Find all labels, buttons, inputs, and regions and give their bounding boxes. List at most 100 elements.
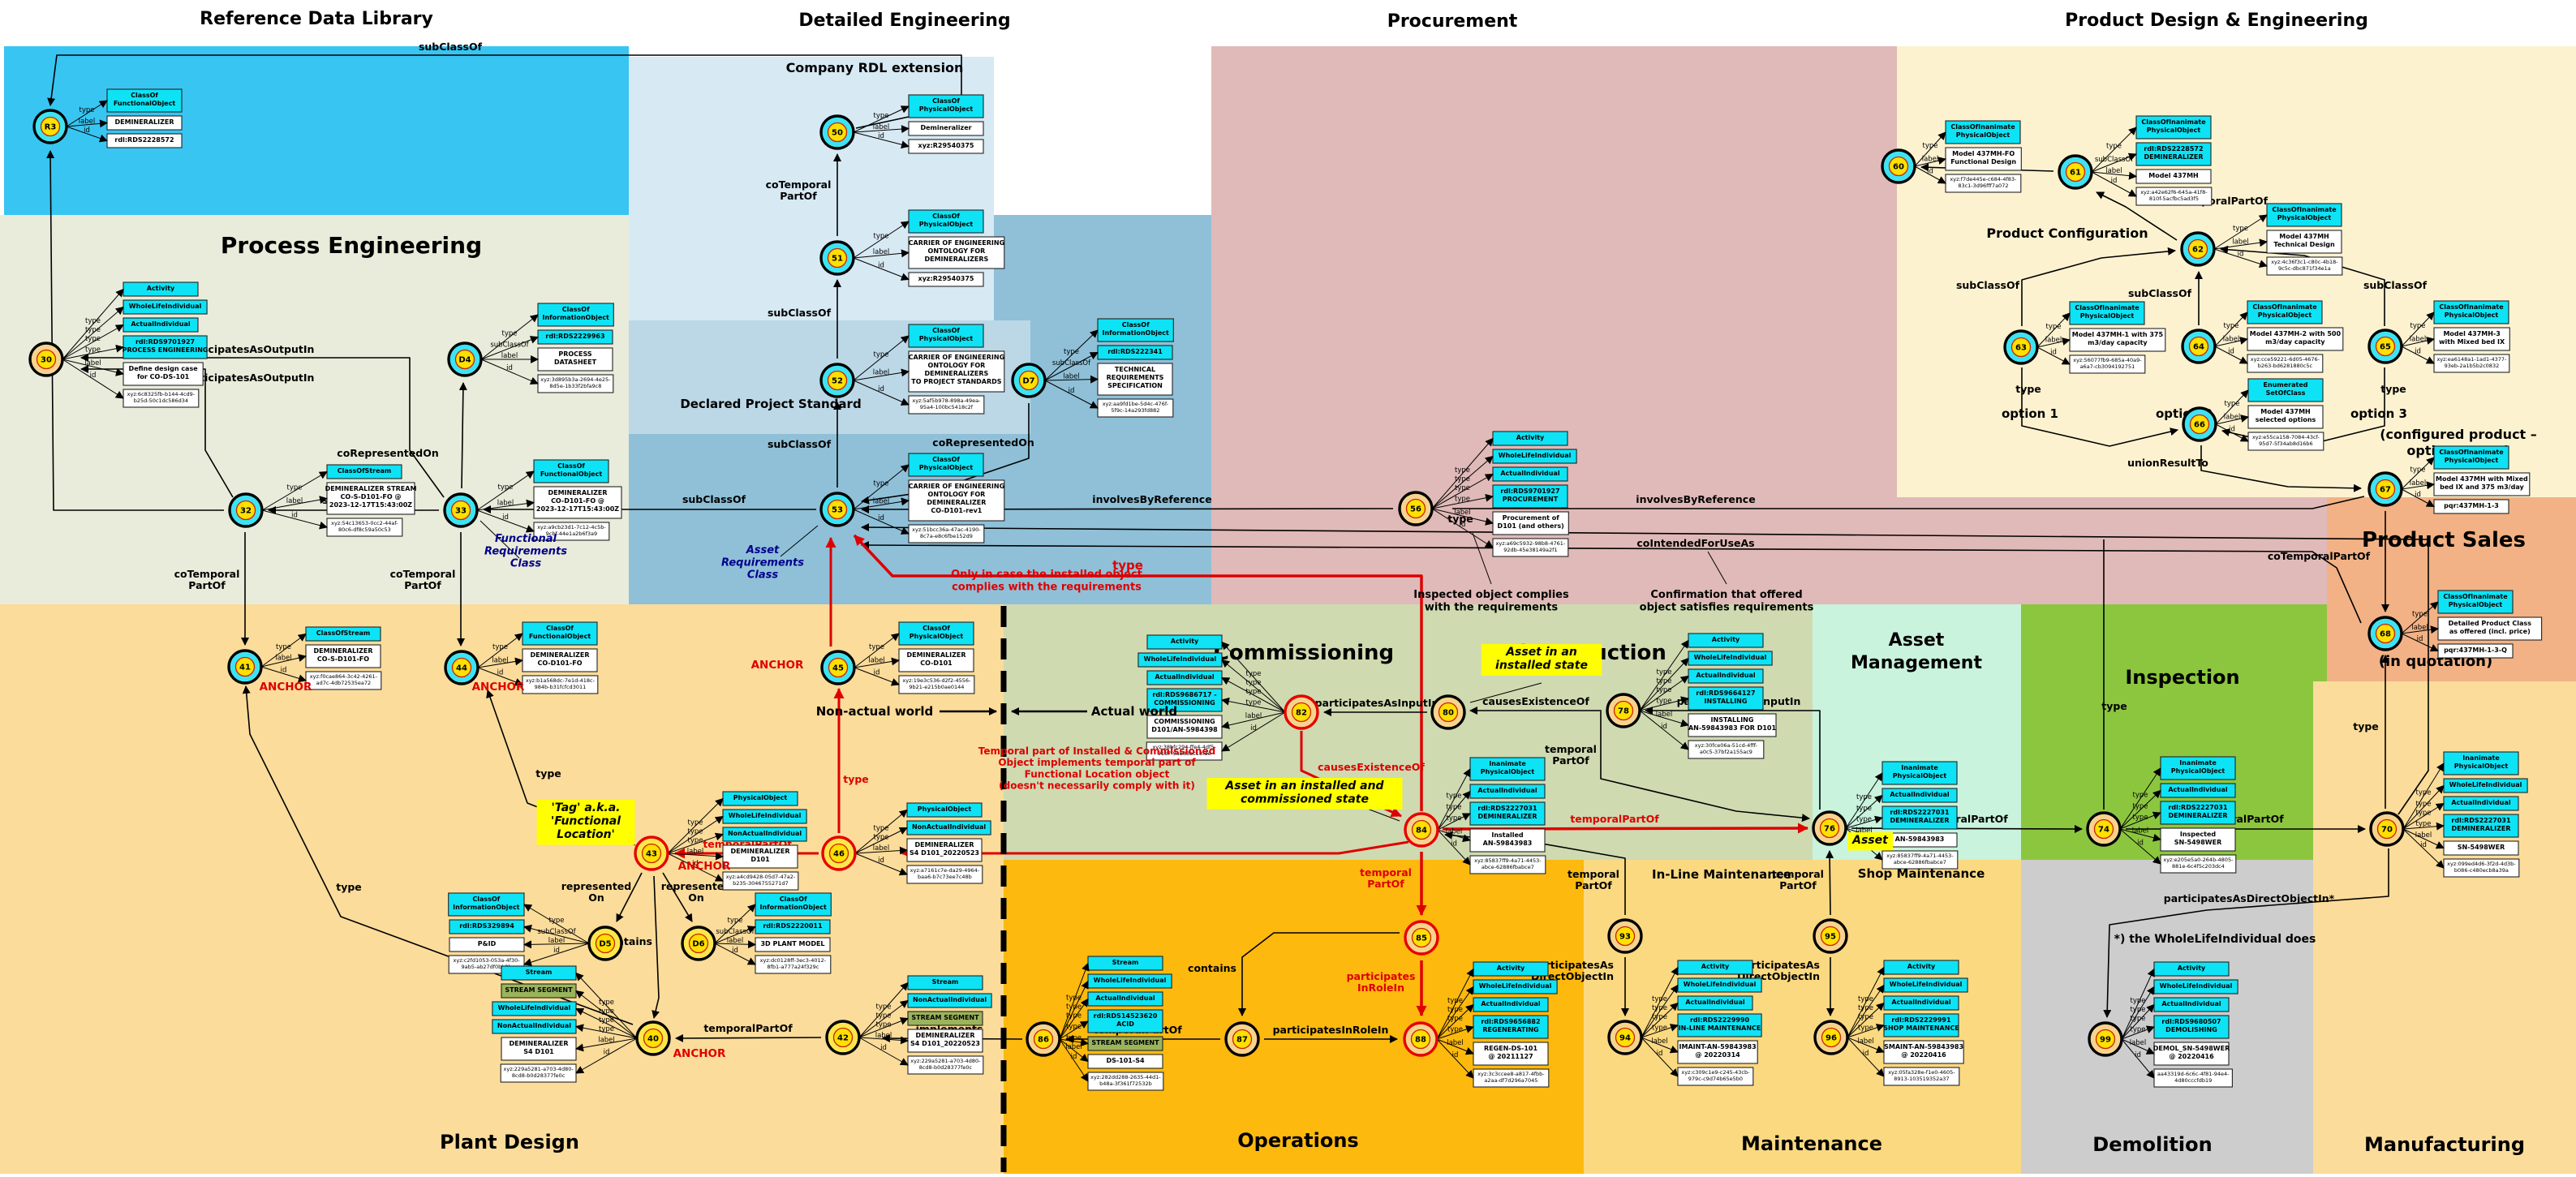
attribute-text: D101 (and others) <box>1498 522 1564 530</box>
attribute-text: ClassOfInanimate <box>2141 118 2206 126</box>
fan-edge-label: type <box>1064 348 1079 356</box>
attribute-box <box>1883 1040 1964 1064</box>
svg-text:with the requirements: with the requirements <box>1425 601 1559 613</box>
fan-edge-label: type <box>1657 677 1672 685</box>
fan-edge-label: type <box>1246 670 1262 678</box>
svg-text:Management: Management <box>1851 653 1982 673</box>
attribute-text: xyz:85837ff9-4a71-4453- <box>1886 853 1954 859</box>
fan-edge <box>853 464 910 510</box>
fan-edge <box>575 972 638 1039</box>
fan-edge <box>1847 1002 1885 1038</box>
node-id-label: 63 <box>2015 344 2027 353</box>
svg-text:Inspection: Inspection <box>2125 666 2239 689</box>
node-id-label: 99 <box>2100 1036 2111 1045</box>
svg-text:subClassOf: subClassOf <box>2128 287 2192 299</box>
svg-text:Declared Project Standard: Declared Project Standard <box>680 397 861 411</box>
attribute-text: 8d5e-1b33f2bfa9c8 <box>549 383 601 389</box>
anchor-label: ANCHOR <box>678 860 731 873</box>
node-inner-circle <box>2093 818 2114 840</box>
svg-text:Location': Location' <box>557 828 615 841</box>
attribute-text: rdl:RDS2227031 <box>2451 817 2511 824</box>
fan-edge-label: id <box>878 132 884 140</box>
region-commissioning-construction <box>1004 604 1813 860</box>
edge-label: coTemporalPartOf <box>390 568 456 591</box>
node-inner-circle <box>595 933 616 954</box>
attribute-text: SN-5498WER <box>2458 844 2505 851</box>
svg-text:contains: contains <box>1188 962 1236 974</box>
svg-text:(doesn't necessarily comply wi: (doesn't necessarily comply with it) <box>999 780 1195 791</box>
svg-text:coTemporal: coTemporal <box>766 178 832 191</box>
attribute-text: 5f9c-14a293fd882 <box>1111 407 1159 414</box>
fan-edge <box>1431 508 1494 526</box>
fan-edge <box>854 846 908 855</box>
fan-edge-label: id <box>1250 724 1257 732</box>
edge-label: temporalPartOf <box>1360 866 1412 890</box>
fan-edge-label: label <box>1245 712 1262 720</box>
attribute-text: rdl:RDS2228572 <box>2144 145 2203 152</box>
edge-label: type <box>2101 700 2127 712</box>
fan-edge <box>1221 711 1286 729</box>
region-title: Reference Data Library <box>200 9 433 29</box>
attribute-text: WholeLifeIndividual <box>2160 982 2233 990</box>
node-70: InanimatePhysicalObjecttypeWholeLifeIndi… <box>2369 751 2528 878</box>
attribute-box <box>2443 814 2519 838</box>
fan-edge-label: type <box>1858 1013 1873 1021</box>
edge-label: causesExistenceOf <box>1482 695 1589 707</box>
attribute-text: for CO-DS-101 <box>137 373 190 380</box>
attribute-text: ClassOfInanimate <box>2272 206 2337 213</box>
fan-edge-label: type <box>80 106 95 114</box>
attribute-box <box>908 94 984 118</box>
node-id-label: 50 <box>832 129 843 138</box>
attribute-text: ActualIndividual <box>1477 787 1537 794</box>
fan-edge-label: id <box>880 1044 887 1052</box>
edge-label: type <box>2380 383 2406 395</box>
attribute-box <box>2266 230 2342 254</box>
region-title: option 3 <box>2350 406 2407 421</box>
attribute-text: PhysicalObject <box>2080 312 2135 320</box>
attribute-text: PhysicalObject <box>919 221 974 228</box>
attribute-text: InformationObject <box>542 314 609 321</box>
fan-edge <box>1639 696 1689 711</box>
node-R3: ClassOfFunctionalObjecttypeDEMINERALIZER… <box>32 88 183 148</box>
node-inner-circle <box>1291 702 1312 723</box>
attribute-text: WholeLifeIndividual <box>498 1004 571 1012</box>
attribute-text: xyz:38bfc294-ffe4-4df5- <box>1152 744 1216 750</box>
attribute-text: Model 437MH with Mixed <box>2436 475 2528 483</box>
svg-text:temporalPartOf: temporalPartOf <box>703 1022 793 1034</box>
attribute-text: 8cd8-b0d28377fe0c <box>919 1064 973 1071</box>
fan-edge-label: id <box>2229 426 2235 434</box>
edge-label: involvesByReference <box>1636 493 1755 505</box>
attribute-box <box>106 88 183 113</box>
attribute-text: DEMOL_SN-5498WER <box>2153 1045 2230 1052</box>
node-id-label: 61 <box>2070 169 2081 178</box>
fan-edge-label: label <box>687 848 704 856</box>
attribute-text: rdl:RDS9701927 <box>1500 488 1559 495</box>
fan-edge-label: label <box>2130 1039 2147 1047</box>
svg-text:temporal: temporal <box>1568 868 1619 880</box>
attribute-box <box>908 209 984 234</box>
attribute-text: ClassOf <box>472 896 500 903</box>
node-inner-circle <box>1615 1027 1636 1048</box>
fan-edge <box>2091 171 2137 180</box>
fan-edge <box>1437 829 1471 866</box>
fan-edge-label: type <box>874 233 889 241</box>
attribute-text: b25d-50c1dc586d34 <box>134 397 188 404</box>
attribute-text: xyz:e55ca158-7084-43cf- <box>2252 434 2320 440</box>
attribute-box <box>1473 1042 1549 1066</box>
fan-edge <box>62 344 124 360</box>
fan-edge <box>1437 829 1471 842</box>
attribute-text: rdl:RDS2227031 <box>1477 805 1537 812</box>
attribute-text: rdl:RDS2229990 <box>1690 1016 1750 1024</box>
edge-label: type <box>1447 513 1473 525</box>
svg-text:Requirements: Requirements <box>721 556 804 569</box>
node-id-label: D7 <box>1022 377 1034 386</box>
edge-label: participatesAsDirectObjectIn <box>1531 959 1614 982</box>
attribute-text: Inanimate <box>2179 759 2217 767</box>
attribute-text: ClassOf <box>932 456 960 463</box>
node-id-label: D6 <box>692 940 704 949</box>
fan-edge <box>1221 697 1286 713</box>
